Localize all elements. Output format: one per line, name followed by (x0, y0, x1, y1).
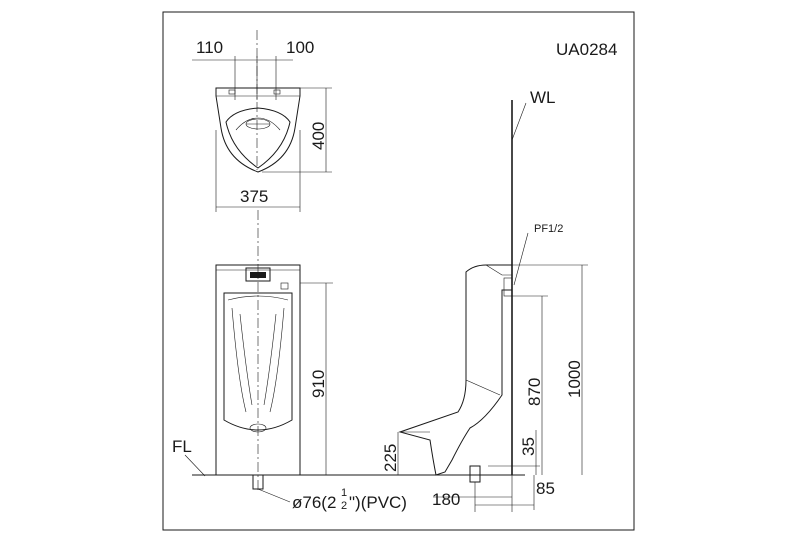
top-width: 375 (240, 187, 268, 206)
drain-label: ø76(2 (292, 493, 336, 512)
side-view: WL PF1/2 225 870 1000 35 180 (381, 88, 588, 512)
outlet-offset: 180 (432, 490, 460, 509)
drain-fraction-den: 2 (341, 500, 347, 512)
drawing-frame (162, 11, 635, 531)
outlet-height: 225 (381, 444, 400, 472)
front-view: 910 (215, 210, 333, 490)
inlet-offset: 85 (536, 479, 555, 498)
top-view: 110 100 400 375 (192, 30, 332, 212)
total-height: 1000 (565, 360, 584, 398)
top-right-offset: 100 (286, 38, 314, 57)
supply-label: PF1/2 (534, 223, 563, 235)
model-code: UA0284 (556, 40, 617, 59)
wall-label: WL (530, 88, 556, 107)
top-depth: 400 (309, 122, 328, 150)
drain-fraction-num: 1 (341, 487, 347, 499)
front-height: 910 (309, 370, 328, 398)
inlet-height: 870 (525, 378, 544, 406)
low-rise: 35 (519, 437, 538, 456)
top-left-offset: 110 (196, 38, 223, 57)
drain-suffix: ")(PVC) (349, 493, 407, 512)
floor-label: FL (172, 437, 192, 456)
